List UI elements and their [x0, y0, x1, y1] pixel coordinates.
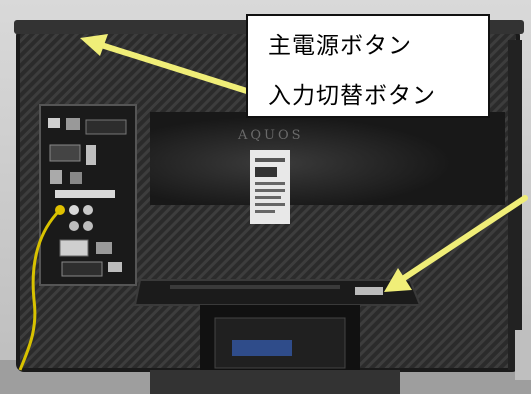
video-cable: [18, 208, 62, 371]
main-power-label: 主電源ボタン: [268, 33, 412, 59]
d-sub-port: [232, 340, 292, 356]
aquos-logo: AQUOS: [238, 128, 304, 143]
center-glossy-panel: [150, 112, 505, 205]
arrow-main-power: [80, 34, 253, 95]
callout-box: 主電源ボタン 入力切替ボタン: [246, 14, 490, 118]
input-select-button: [355, 287, 383, 295]
input-switch-label: 入力切替ボタン: [268, 83, 436, 109]
arrow-input-switch: [384, 195, 528, 292]
